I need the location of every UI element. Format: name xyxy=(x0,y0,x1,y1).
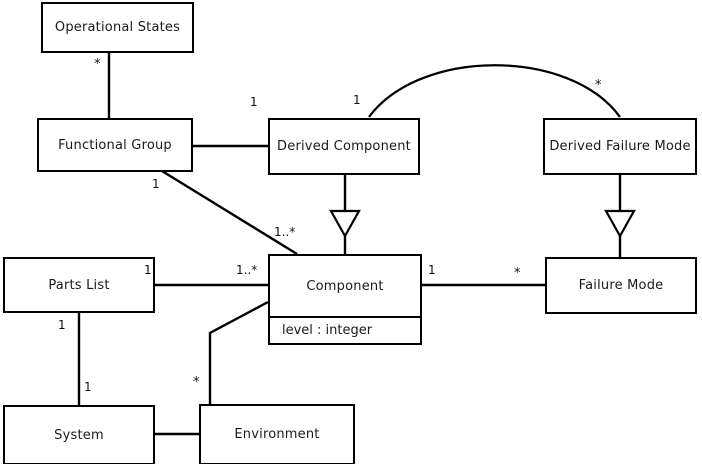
multiplicity-operational-states-functional-group: * xyxy=(94,57,101,72)
class-name-environment: Environment xyxy=(234,427,320,442)
multiplicity-functional-group-component-source: 1 xyxy=(152,177,160,191)
class-name-system: System xyxy=(54,427,104,443)
class-box-failure-mode[interactable]: Failure Mode xyxy=(545,257,697,314)
class-box-operational-states[interactable]: Operational States xyxy=(41,2,194,53)
multiplicity-functional-group-derived-component: 1 xyxy=(250,95,258,109)
class-box-system[interactable]: System xyxy=(3,405,155,464)
class-box-derived-component[interactable]: Derived Component xyxy=(268,118,420,175)
multiplicity-functional-group-component-target: 1..* xyxy=(274,225,296,239)
multiplicity-environment-component: * xyxy=(193,375,200,390)
class-box-parts-list[interactable]: Parts List xyxy=(3,257,155,313)
multiplicity-parts-list-system-target: 1 xyxy=(84,380,92,394)
multiplicity-derived-failure-mode-arc-target: * xyxy=(595,78,602,93)
class-name-derived-failure-mode: Derived Failure Mode xyxy=(549,139,691,154)
multiplicity-parts-list-component-target: 1..* xyxy=(236,263,258,277)
generalization-triangle-component xyxy=(329,209,361,239)
multiplicity-derived-component-arc-source: 1 xyxy=(353,93,361,107)
class-attribute-component-level: level : integer xyxy=(270,316,420,343)
class-name-operational-states: Operational States xyxy=(54,20,181,35)
edge-environment-component xyxy=(208,300,269,404)
multiplicity-component-failure-mode-target: * xyxy=(514,266,521,281)
class-box-functional-group[interactable]: Functional Group xyxy=(37,118,193,172)
edge-derived-component-derived-failure-mode-arc xyxy=(368,64,621,118)
multiplicity-component-failure-mode-source: 1 xyxy=(428,263,436,277)
class-box-component[interactable]: Component level : integer xyxy=(268,254,422,345)
generalization-triangle-failure-mode xyxy=(604,209,636,239)
edge-functional-group-component xyxy=(161,169,298,256)
class-name-derived-component: Derived Component xyxy=(277,139,411,154)
class-name-component: Component xyxy=(306,278,384,294)
class-name-functional-group: Functional Group xyxy=(58,137,172,153)
multiplicity-parts-list-component-source: 1 xyxy=(144,263,152,277)
multiplicity-parts-list-system-source: 1 xyxy=(58,318,66,332)
class-name-failure-mode: Failure Mode xyxy=(578,278,664,293)
class-box-environment[interactable]: Environment xyxy=(199,404,355,464)
class-box-derived-failure-mode[interactable]: Derived Failure Mode xyxy=(543,118,697,175)
class-name-parts-list: Parts List xyxy=(48,277,110,293)
